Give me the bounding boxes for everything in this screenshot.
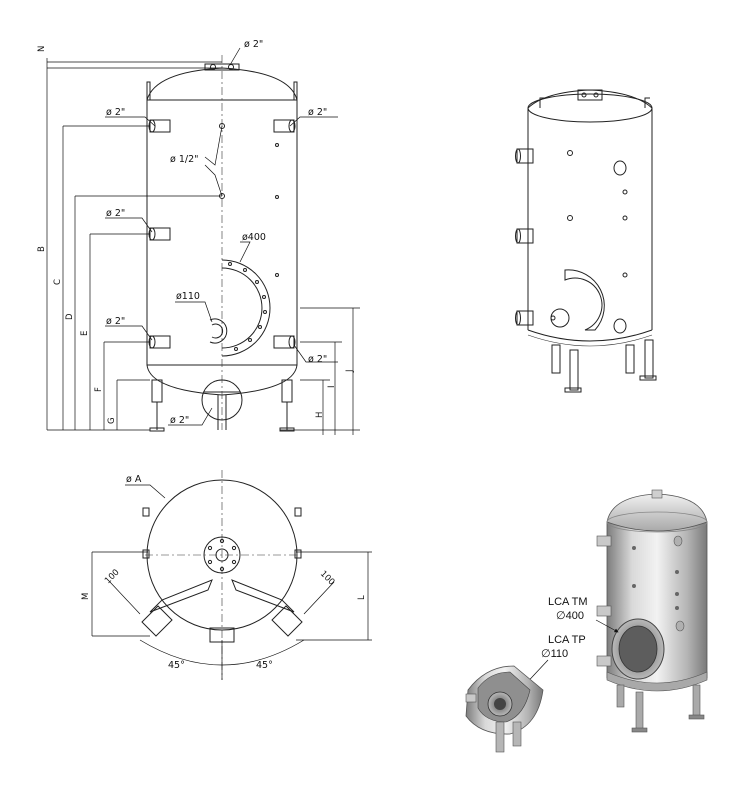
nozzle-lower-right bbox=[273, 335, 296, 349]
label-lower-right-nozzle: ø 2" bbox=[308, 354, 327, 365]
label-lca-tp: LCA TP bbox=[548, 634, 586, 646]
label-lca-tm: LCA TM bbox=[548, 596, 588, 608]
label-angle-left: 45° bbox=[168, 660, 185, 671]
dim-J: J bbox=[345, 369, 355, 373]
dim-L: L bbox=[357, 595, 367, 600]
top-view bbox=[91, 470, 372, 680]
label-top-fitting: ø 2" bbox=[244, 39, 263, 50]
label-sensor-ports: ø 1/2" bbox=[170, 154, 199, 165]
flange-detail-inset bbox=[465, 665, 544, 753]
dim-N: N bbox=[37, 46, 47, 52]
dim-F: F bbox=[94, 387, 104, 392]
label-upper-right-nozzle: ø 2" bbox=[308, 107, 327, 118]
dim-B: B bbox=[37, 246, 47, 252]
lifting-lug-right bbox=[293, 81, 298, 100]
label-diameter-A: ø A bbox=[126, 474, 142, 485]
label-small-flange: ø110 bbox=[176, 291, 200, 302]
nozzle-upper-left bbox=[148, 119, 171, 133]
dim-E: E bbox=[80, 331, 90, 336]
dim-C: C bbox=[53, 279, 63, 285]
leg-right-top bbox=[231, 579, 295, 613]
lifting-lug-left bbox=[146, 81, 151, 100]
label-angle-right: 45° bbox=[256, 660, 273, 671]
isometric-line-view bbox=[515, 89, 657, 393]
label-bottom-nozzle: ø 2" bbox=[170, 415, 189, 426]
nozzle-lower-left bbox=[148, 335, 171, 349]
label-middle-left-nozzle: ø 2" bbox=[106, 208, 125, 219]
dim-G: G bbox=[107, 417, 117, 424]
label-right-leg: 100 bbox=[318, 569, 337, 588]
small-flange bbox=[209, 318, 228, 344]
leg-left-top bbox=[149, 579, 213, 613]
rendered-view bbox=[519, 489, 708, 733]
dim-D: D bbox=[65, 313, 75, 320]
front-view bbox=[46, 47, 360, 435]
label-upper-left-nozzle: ø 2" bbox=[106, 107, 125, 118]
nozzle-bottom bbox=[201, 379, 243, 421]
legs bbox=[149, 379, 295, 432]
label-lower-left-nozzle: ø 2" bbox=[106, 316, 125, 327]
label-lca-tm-size: ∅400 bbox=[556, 610, 584, 622]
top-fitting bbox=[204, 63, 240, 71]
dim-M: M bbox=[81, 593, 91, 600]
label-manhole: ø400 bbox=[242, 232, 266, 243]
label-lca-tp-size: ∅110 bbox=[541, 648, 568, 660]
dim-H: H bbox=[315, 412, 325, 418]
label-left-leg: 100 bbox=[103, 568, 122, 587]
render-tank-dome bbox=[606, 493, 708, 532]
nozzle-upper-right bbox=[273, 119, 296, 133]
sensor-port-upper bbox=[219, 123, 225, 129]
manhole-flange bbox=[221, 259, 271, 357]
nozzle-middle-left bbox=[148, 227, 171, 241]
dim-I: I bbox=[327, 385, 337, 388]
